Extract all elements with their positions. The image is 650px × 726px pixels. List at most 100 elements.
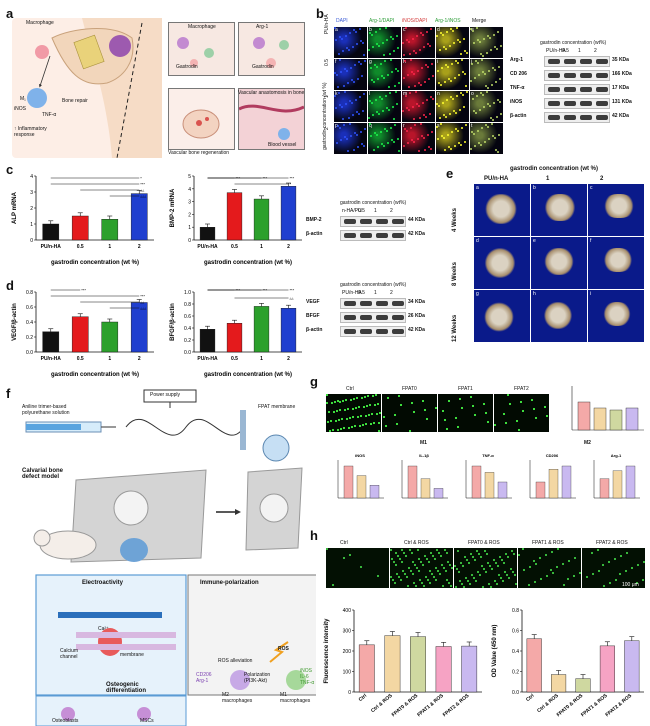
h-fluorescence-image — [326, 548, 389, 588]
wb-col-label: n-HA/PU — [342, 208, 362, 214]
b-cell-letter: j — [471, 59, 473, 65]
y-tick-label: 0.2 — [512, 670, 519, 676]
x-axis-label: gastrodin concentration (wt %) — [204, 260, 292, 266]
y-tick-label: 0.0 — [512, 690, 519, 696]
wb-kda: 17 KDa — [612, 85, 629, 91]
bar — [199, 227, 216, 241]
wb-row-name: β-actin — [510, 113, 527, 119]
label-m1: M₁ — [20, 96, 26, 102]
y-tick-label: 200 — [343, 649, 352, 655]
wb-col-label: PU/n-HA — [546, 48, 566, 54]
x-tick-label: 0.5 — [77, 356, 84, 362]
bar — [410, 636, 426, 693]
bar — [280, 308, 297, 353]
bar — [471, 465, 482, 499]
bar — [625, 465, 636, 499]
g-fluorescence-image — [382, 394, 437, 432]
y-tick-label: 5 — [188, 174, 191, 180]
bar — [71, 215, 89, 241]
b-micrograph-cell: s — [436, 123, 469, 154]
h-col-label: FPAT2 & ROS — [596, 540, 628, 546]
bar — [343, 465, 354, 499]
g-col-label: FPAT2 — [514, 386, 529, 392]
label-inos: iNOS — [14, 106, 26, 112]
x-tick-label: FPAT1 & ROS — [416, 693, 445, 719]
x-tick-label: 2 — [138, 356, 141, 362]
bar — [253, 198, 270, 241]
b-row-label-0: PU/n-HA — [324, 14, 330, 34]
label-vascular-bone: Vascular bone regeneration — [168, 150, 230, 156]
panel-label-a: a — [6, 6, 14, 21]
e-col-0: PU/n-HA — [484, 176, 509, 182]
b-micrograph-cell: q — [368, 123, 401, 154]
wb-col-label: 0.5 — [358, 208, 365, 214]
c-wb-title: gastrodin concentration (wt%) — [340, 200, 407, 206]
schematic-box-3 — [168, 88, 235, 150]
h-fluorescence-image — [582, 548, 645, 588]
e-cell-letter: d — [476, 238, 479, 244]
g-mini-chart: Arg-1 — [593, 453, 640, 499]
e-microct-cell: f — [588, 237, 644, 289]
f-osteo: Osteogenic differentiation — [106, 682, 146, 694]
y-tick-label: 0.0 — [26, 350, 33, 356]
b-cell-letter: a — [335, 27, 338, 33]
f-osteoblasts: Osteoblasts — [52, 718, 79, 724]
b-wb-title: gastrodin concentration (wt%) — [540, 40, 607, 46]
b-micrograph-cell: n — [436, 91, 469, 122]
label-bone-repair: Bone repair — [62, 98, 88, 104]
wb-lane-row — [340, 230, 406, 241]
b-side-label: gastrodin concentration (wt %) — [322, 82, 328, 150]
x-axis-label: gastrodin concentration (wt %) — [51, 260, 139, 266]
b-cell-letter: q — [369, 123, 372, 129]
label-tnf: TNF-α — [42, 112, 57, 118]
f-aniline: Aniline trimer-based polyurethane soluti… — [22, 404, 70, 416]
wb-col-label: 1 — [578, 48, 581, 54]
wb-row-name: CD 206 — [510, 71, 527, 77]
b-micrograph-cell: e — [470, 27, 503, 58]
y-tick-label: 0.6 — [26, 305, 33, 311]
f-polarization: Polarization (PI3K-Akt) — [244, 672, 271, 684]
bar — [535, 481, 546, 499]
bar — [369, 485, 380, 499]
bar — [461, 645, 478, 693]
label-macrophage: Macrophage — [26, 20, 54, 26]
e-microct-cell: e — [531, 237, 587, 289]
wb-row-name: β-actin — [306, 231, 323, 237]
y-tick-label: 0 — [30, 238, 33, 244]
label-vascular-anastomosis: Vascular anastomosis in bone — [238, 90, 305, 96]
bar — [253, 306, 270, 353]
b-micrograph-cell: t — [470, 123, 503, 154]
y-tick-label: 3 — [188, 200, 191, 206]
b-cell-letter: f — [335, 59, 337, 65]
panel-label-h: h — [310, 528, 318, 543]
bar — [42, 331, 60, 353]
x-tick-label: Ctrl — [358, 693, 369, 704]
b-col-merge: Merge — [472, 18, 487, 24]
y-tick-label: 300 — [343, 629, 352, 635]
b-micrograph-cell: r — [402, 123, 435, 154]
g-col-label: Ctrl — [346, 386, 354, 392]
y-tick-label: 0.4 — [512, 649, 519, 655]
f-m2: M2 macrophages — [222, 692, 253, 704]
bar — [624, 640, 640, 693]
e-microct-cell: a — [474, 184, 530, 236]
bar — [612, 470, 623, 499]
f-electro: Electroactivity — [82, 580, 124, 586]
bar — [526, 638, 542, 693]
bar — [433, 488, 444, 499]
f-power: Power supply — [150, 392, 181, 398]
y-tick-label: 4 — [30, 174, 33, 180]
g-mini-title: IL-1β — [419, 453, 429, 458]
b-cell-letter: i — [437, 59, 439, 65]
f-membrane: membrane — [120, 652, 144, 658]
x-tick-label: PU/n-HA — [197, 356, 218, 362]
b-micrograph-cell: j — [470, 59, 503, 90]
wb-lane-row — [340, 298, 406, 309]
b-micrograph-cell: k — [334, 91, 367, 122]
significance-mark: ▵▵ — [140, 300, 144, 305]
